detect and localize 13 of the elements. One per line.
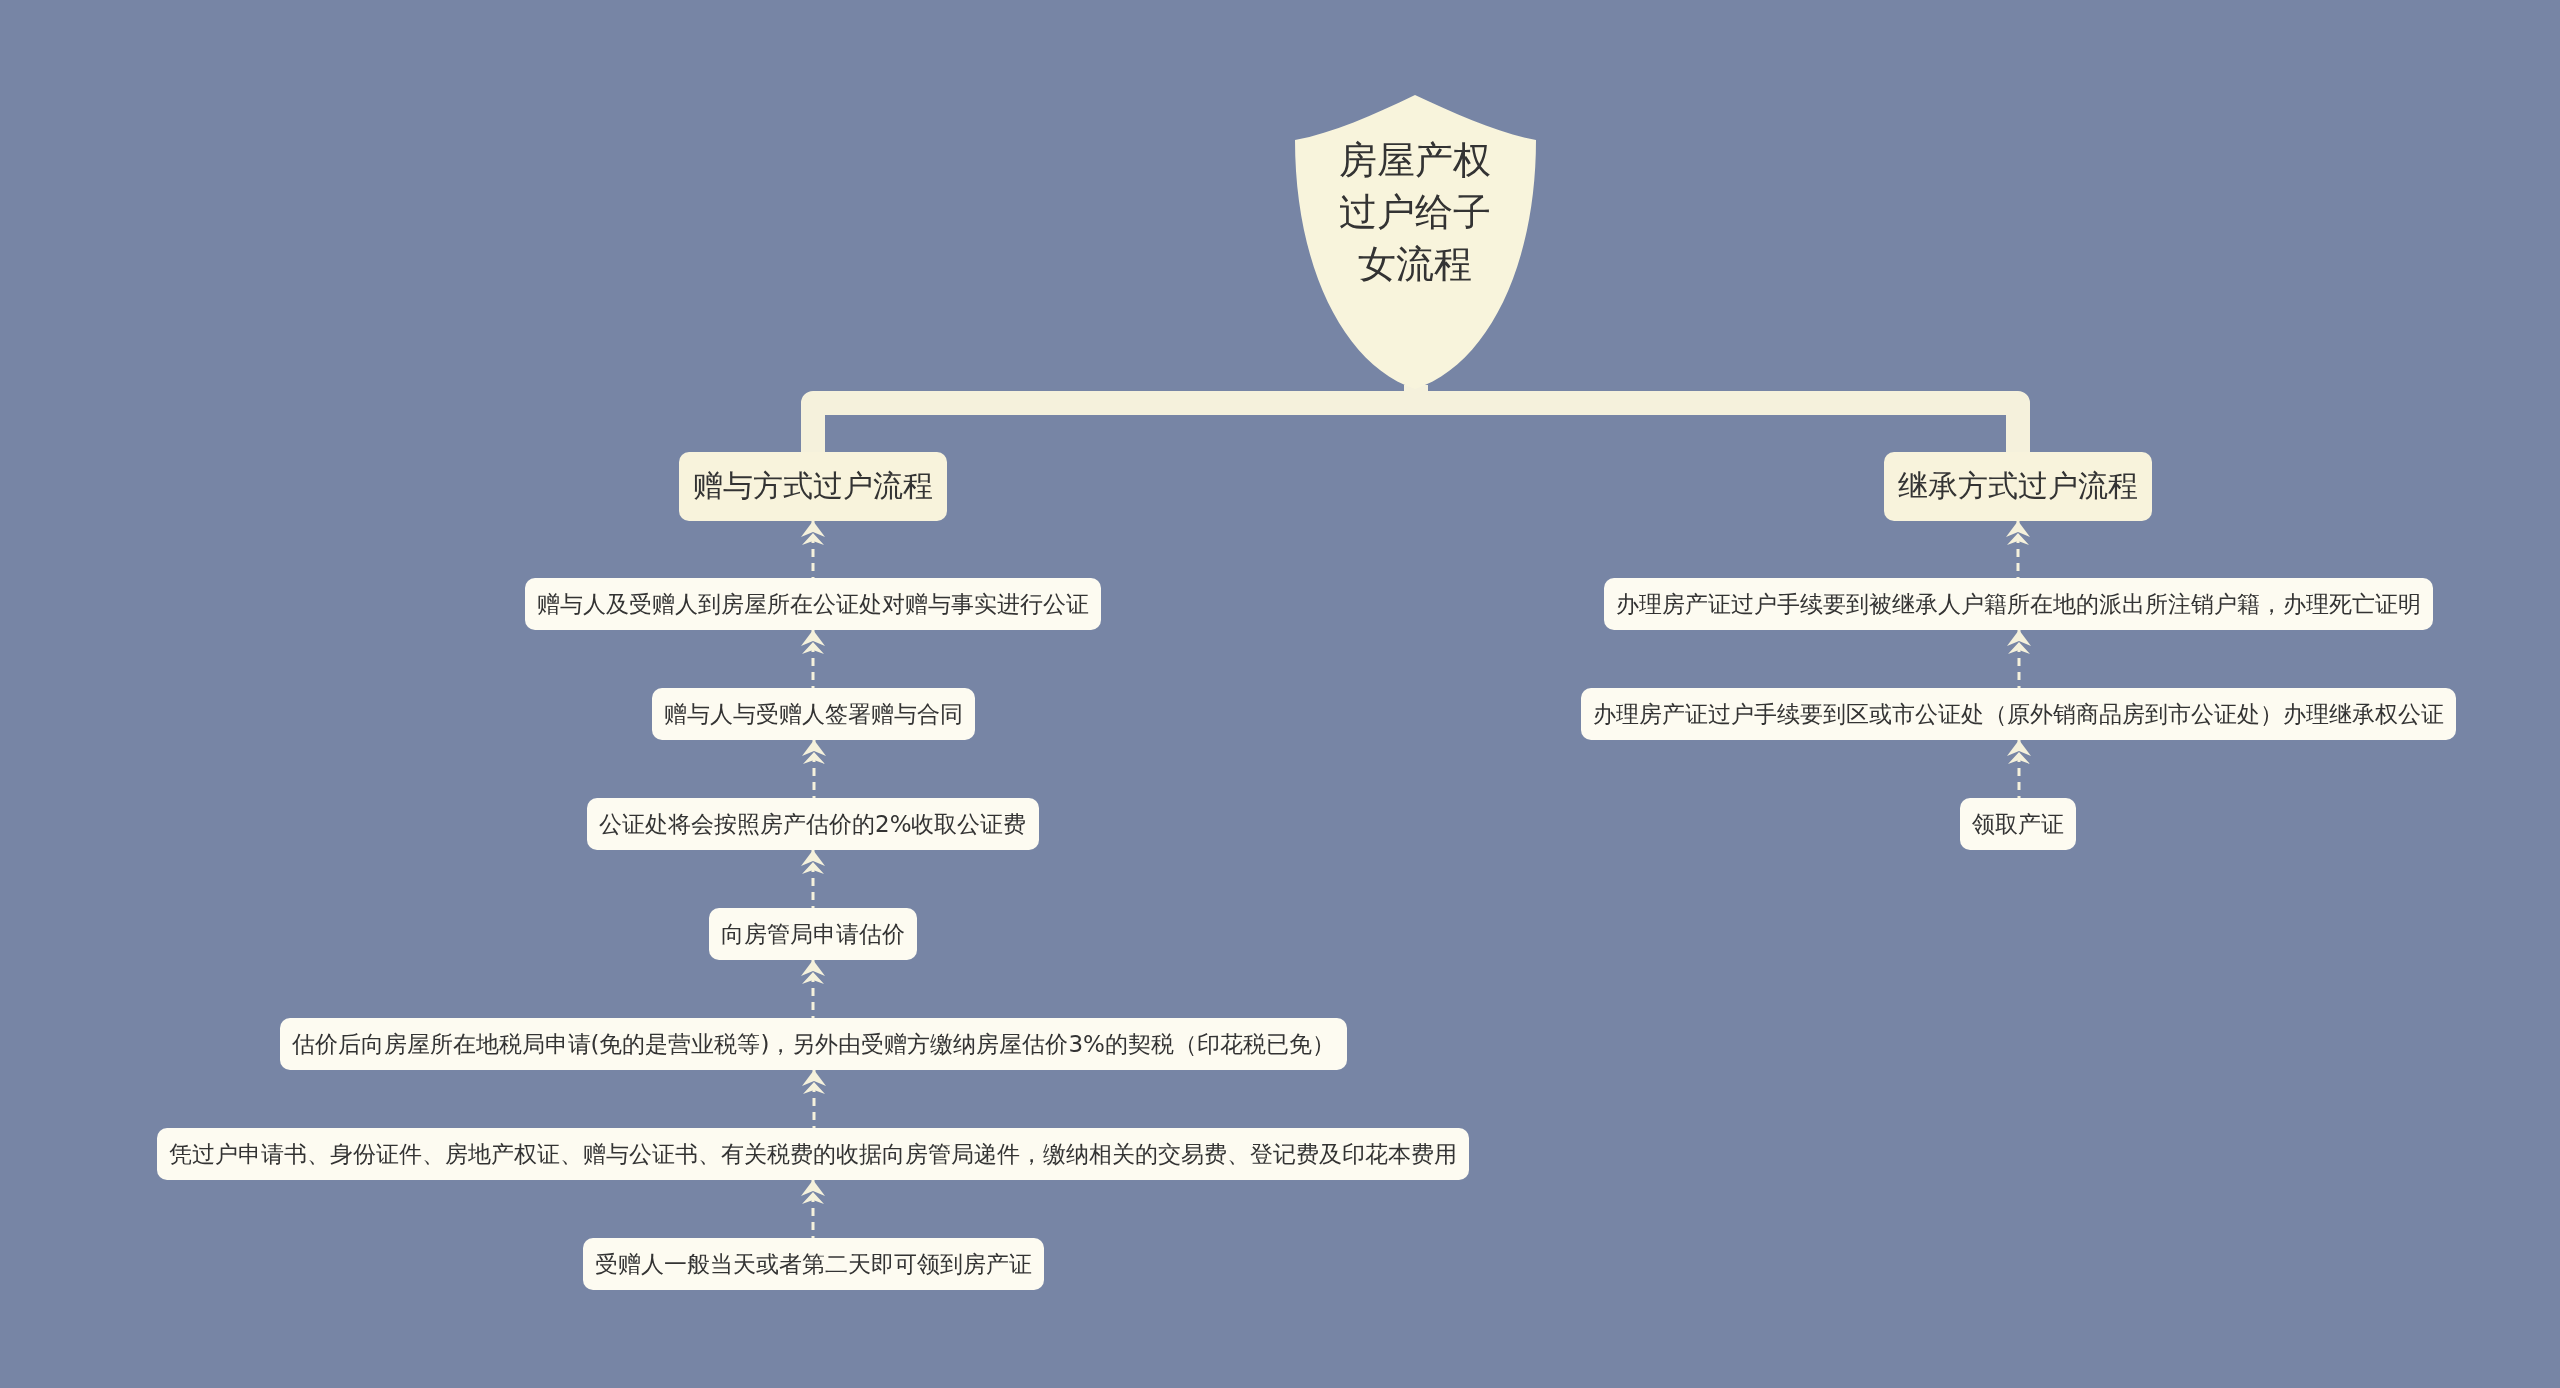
title-text: 房屋产权过户给子女流程 — [1338, 137, 1492, 288]
step-box: 向房管局申请估价 — [709, 908, 917, 960]
step-box: 办理房产证过户手续要到区或市公证处（原外销商品房到市公证处）办理继承权公证 — [1580, 688, 2456, 740]
step-box: 赠与人及受赠人到房屋所在公证处对赠与事实进行公证 — [525, 578, 1101, 630]
step-box: 领取产证 — [1960, 798, 2076, 850]
branch-box: 赠与方式过户流程 — [679, 452, 947, 521]
step-box: 估价后向房屋所在地税局申请(免的是营业税等)，另外由受赠方缴纳房屋估价3%的契税（印花税已免） — [279, 1018, 1347, 1070]
step-box: 公证处将会按照房产估价的2%收取公证费 — [587, 798, 1039, 850]
step-box: 办理房产证过户手续要到被继承人户籍所在地的派出所注销户籍，办理死亡证明 — [1603, 578, 2433, 630]
branch-box: 继承方式过户流程 — [1884, 452, 2152, 521]
step-box: 受赠人一般当天或者第二天即可领到房产证 — [582, 1238, 1044, 1290]
step-box: 赠与人与受赠人签署赠与合同 — [651, 688, 975, 740]
step-box: 凭过户申请书、身份证件、房地产权证、赠与公证书、有关税费的收据向房管局递件，缴纳相关的交易费、登记费及印花本费用 — [157, 1128, 1469, 1180]
